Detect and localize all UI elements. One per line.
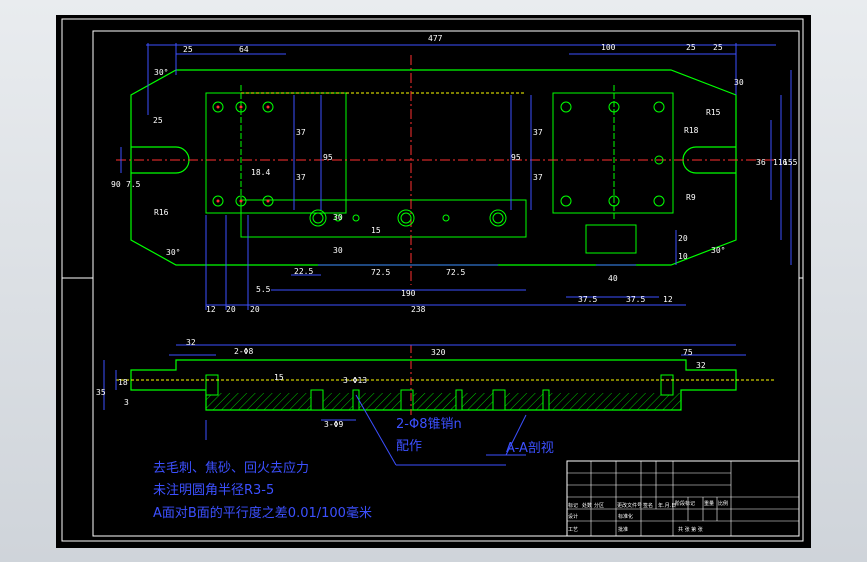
cad-drawing-canvas: 477 25 64 100 25 25 30° 30 25 37 37 95 9… — [61, 18, 804, 542]
tb-label-stage: 阶段标记 — [675, 500, 695, 507]
tb-label-sheet: 共 张 第 张 — [678, 526, 703, 533]
dim-12: 12 — [663, 295, 673, 304]
dim-100: 100 — [601, 43, 616, 52]
dim-r9: R9 — [686, 193, 696, 202]
dim-12: 12 — [206, 305, 216, 314]
right-pocket — [552, 92, 674, 214]
note-1: 去毛刺、焦砂、回火去应力 — [153, 460, 309, 476]
dim-116: 116 — [773, 158, 788, 167]
dim-37: 37 — [533, 128, 543, 137]
tb-label-design: 设计 — [568, 513, 578, 520]
dim-30: 30 — [333, 246, 343, 255]
dim-20: 20 — [678, 234, 688, 243]
dim-18: 18 — [118, 378, 128, 387]
dim-320: 320 — [431, 348, 446, 357]
section-hatch — [206, 393, 681, 410]
dim-95: 95 — [323, 153, 333, 162]
dim-190: 190 — [401, 289, 416, 298]
dim-238: 238 — [411, 305, 426, 314]
dim-72-5: 72.5 — [446, 268, 465, 277]
dim-155: 155 — [783, 158, 798, 167]
tb-label-process: 工艺 — [568, 527, 578, 533]
title-block: 标记 处数 分区 更改文件号 签名 年.月.日 设计 标准化 工艺 批准 阶段标… — [566, 460, 800, 537]
dim-5-5: 5.5 — [256, 285, 271, 294]
holes-left — [212, 101, 274, 207]
part-outline — [130, 69, 737, 266]
dim-32: 32 — [696, 361, 706, 370]
dim-37: 37 — [296, 128, 306, 137]
dimension-lines-top — [120, 43, 792, 310]
holes-right — [560, 101, 665, 207]
dim-3-phi13: 3-Φ13 — [343, 376, 367, 385]
dim-32: 32 — [186, 338, 196, 347]
dim-r15: R15 — [706, 108, 721, 117]
dim-75: 75 — [683, 348, 693, 357]
dim-20: 20 — [250, 305, 260, 314]
dim-3: 3 — [124, 398, 129, 407]
section-holes — [205, 374, 674, 411]
tb-label-approve: 批准 — [618, 526, 628, 533]
dim-10: 10 — [678, 252, 688, 261]
dim-25: 25 — [183, 45, 193, 54]
inner-frame — [92, 30, 800, 537]
dim-37: 37 — [533, 173, 543, 182]
dim-72-5: 72.5 — [371, 268, 390, 277]
tb-label-count: 处数 — [582, 502, 592, 509]
tb-label-zone: 分区 — [594, 502, 604, 509]
note-3: A面对B面的平行度之差0.01/100毫米 — [153, 505, 372, 521]
dim-37-5: 37.5 — [626, 295, 645, 304]
tb-label-date: 年.月.日 — [658, 502, 676, 509]
dim-30: 30 — [333, 213, 343, 222]
outer-frame — [61, 18, 804, 542]
dim-18-4: 18.4 — [251, 168, 270, 177]
dim-40: 40 — [608, 274, 618, 283]
dim-15: 15 — [274, 373, 284, 382]
dim-35: 35 — [96, 388, 106, 397]
dim-3-phi9: 3-Φ9 — [324, 420, 343, 429]
dim-30: 30 — [734, 78, 744, 87]
dim-25: 25 — [686, 43, 696, 52]
dim-20: 20 — [226, 305, 236, 314]
holes-rail — [309, 209, 507, 227]
pin-callout: 2-Φ8锥销n — [396, 417, 462, 432]
dim-36: 36 — [756, 158, 766, 167]
dim-64: 64 — [239, 45, 249, 54]
right-block — [585, 224, 637, 254]
center-rail — [240, 199, 527, 238]
section-label: A-A剖视 — [506, 441, 554, 456]
top-view: 477 25 64 100 25 25 30° 30 25 37 37 95 9… — [111, 34, 798, 314]
dim-30deg: 30° — [711, 246, 725, 255]
dim-15: 15 — [371, 226, 381, 235]
dim-2-phi8: 2-Φ8 — [234, 347, 253, 356]
technical-notes: 去毛刺、焦砂、回火去应力 未注明圆角半径R3-5 A面对B面的平行度之差0.01… — [153, 460, 372, 521]
dim-r16: R16 — [154, 208, 169, 217]
dim-30deg: 30° — [166, 248, 180, 257]
fit-callout: 配作 — [396, 439, 422, 454]
tb-label-sign: 签名 — [643, 502, 653, 509]
tb-label-standard: 标准化 — [618, 513, 633, 520]
section-dim-lines — [103, 344, 746, 466]
title-block-frame — [566, 460, 800, 537]
dim-r18: R18 — [684, 126, 699, 135]
dim-25: 25 — [713, 43, 723, 52]
dim-7-5: 7.5 — [126, 180, 141, 189]
dim-477: 477 — [428, 34, 443, 43]
dim-90: 90 — [111, 180, 121, 189]
dim-25: 25 — [153, 116, 163, 125]
dim-37-5: 37.5 — [578, 295, 597, 304]
dim-37: 37 — [296, 173, 306, 182]
tb-label-scale: 比例 — [718, 500, 728, 507]
section-view: 32 2-Φ8 320 75 32 18 35 3 15 3-Φ13 3-Φ9 … — [96, 338, 776, 466]
dim-22-5: 22.5 — [294, 267, 313, 276]
tb-label-change: 更改文件号 — [617, 502, 642, 509]
note-2: 未注明圆角半径R3-5 — [153, 483, 274, 498]
tb-label-mark: 标记 — [568, 502, 578, 509]
tb-label-weight: 重量 — [704, 500, 714, 507]
drawing-sheet: 477 25 64 100 25 25 30° 30 25 37 37 95 9… — [56, 15, 811, 548]
dim-95: 95 — [511, 153, 521, 162]
dim-30deg: 30° — [154, 68, 168, 77]
